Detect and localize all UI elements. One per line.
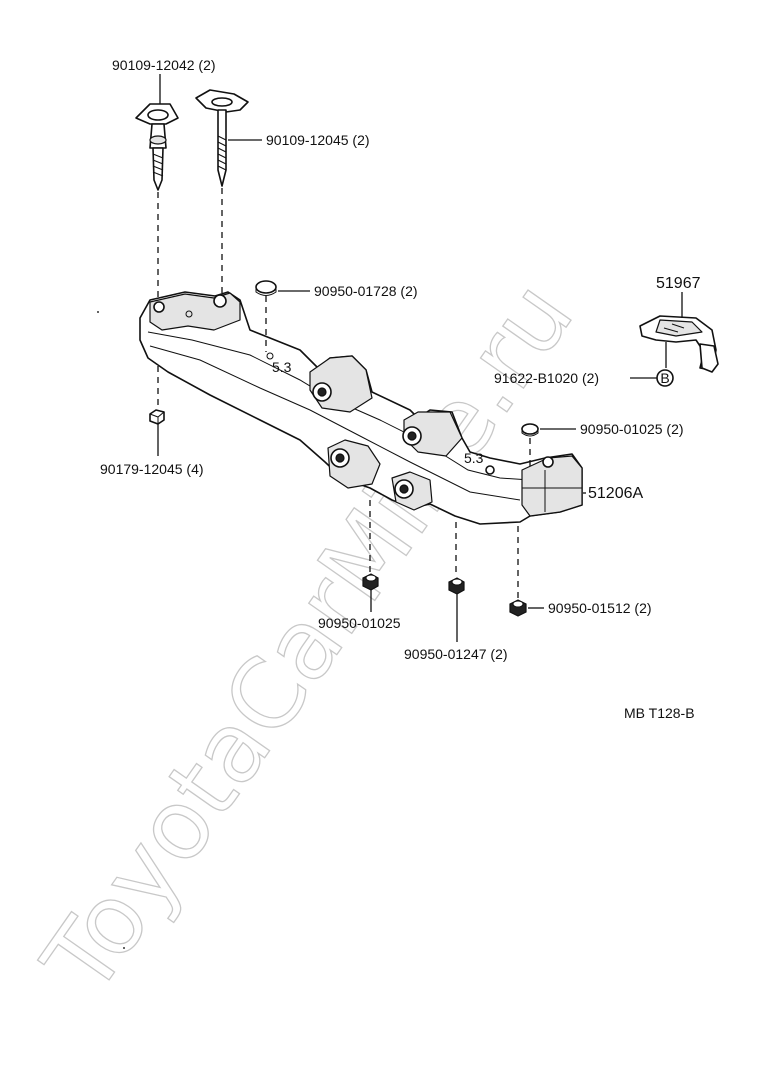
- label-90109-12042: 90109-12042 (2): [112, 57, 216, 73]
- beam-mark-left: 5.3: [272, 359, 292, 375]
- bracket-51967[interactable]: [639, 315, 719, 373]
- label-90109-12045: 90109-12045 (2): [266, 132, 370, 148]
- bolt-90109-12042[interactable]: [135, 103, 179, 191]
- figure-code: MB T128-B: [624, 705, 695, 721]
- plug-90950-01247[interactable]: [448, 577, 465, 595]
- label-51206a: 51206A: [588, 485, 643, 502]
- label-90950-01512: 90950-01512 (2): [548, 600, 652, 616]
- plug-90950-01025-upper[interactable]: [521, 423, 539, 437]
- label-90179-12045: 90179-12045 (4): [100, 461, 204, 477]
- label-90950-01025-b: 90950-01025: [318, 615, 401, 631]
- beam-mark-right: 5.3: [464, 450, 484, 466]
- label-91622-b1020: 91622-B1020 (2): [494, 370, 599, 386]
- label-90950-01728: 90950-01728 (2): [314, 283, 418, 299]
- svg-text:B: B: [660, 370, 669, 386]
- label-90950-01025-a: 90950-01025 (2): [580, 421, 684, 437]
- callout-b: B: [656, 369, 674, 387]
- nut-90179-12045[interactable]: [149, 409, 165, 425]
- crossmember-51206a[interactable]: 5.3 5.3: [139, 291, 583, 525]
- label-90950-01247: 90950-01247 (2): [404, 646, 508, 662]
- plug-90950-01728[interactable]: [255, 280, 277, 296]
- bolt-90109-12045[interactable]: [195, 89, 249, 187]
- plug-90950-01512[interactable]: [509, 599, 527, 617]
- plug-90950-01025-lower[interactable]: [362, 573, 379, 591]
- label-51967: 51967: [656, 275, 701, 292]
